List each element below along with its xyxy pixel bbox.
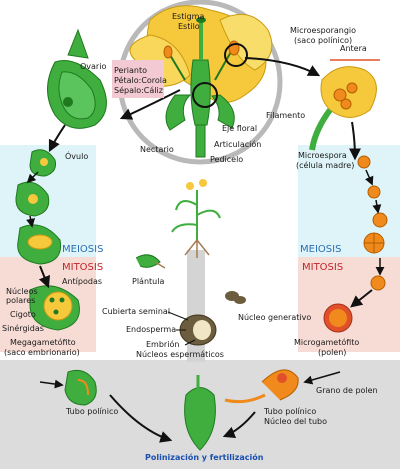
label-mitosis-right: MITOSIS <box>302 262 343 273</box>
label-pedicelo: Pedicelo <box>210 155 243 164</box>
label-grano-polen: Grano de polen <box>316 386 378 395</box>
label-microesporangio: Microesporangio <box>290 26 356 35</box>
label-petalo: Pétalo:Corola <box>114 75 167 85</box>
label-meiosis-left: MEIOSIS <box>62 244 103 255</box>
seed-illustration <box>167 291 246 346</box>
label-microgametofito: Microgametófito <box>294 337 359 347</box>
label-antipodas: Antípodas <box>62 277 102 286</box>
label-saco-embrionario: (saco embrionario) <box>4 348 80 357</box>
label-filamento: Filamento <box>266 111 305 120</box>
anther-zoom-circle <box>224 43 248 67</box>
label-plantula: Plántula <box>132 277 164 286</box>
arrow-ovary-to-ovule <box>48 124 66 153</box>
label-estilo: Estilo <box>178 22 200 31</box>
label-polen: (polen) <box>318 348 346 357</box>
label-ovario: Ovario <box>80 62 106 71</box>
plant-illustration <box>135 179 221 269</box>
ovary-zoom-circle <box>192 82 218 108</box>
arrow-anther-to-microspore <box>348 121 361 161</box>
perianth-label-box <box>112 60 164 98</box>
anther-illustration <box>309 59 380 151</box>
label-nucleo-generativo: Núcleo generativo <box>238 313 311 322</box>
label-nucleos-polares-1: Núcleos <box>6 287 38 296</box>
label-sinergidas: Sinérgidas <box>2 323 44 333</box>
label-periantio: Perianto <box>114 66 147 75</box>
arrow-to-ovary <box>119 89 181 120</box>
label-cigoto: Cigoto <box>10 310 36 319</box>
label-nucleo-tubo: Núcleo del tubo <box>264 417 327 426</box>
label-estigma: Estigma <box>172 12 204 21</box>
label-cubierta-seminal: Cubierta seminal <box>102 307 170 316</box>
label-saco-polinico: (saco polínico) <box>294 36 352 45</box>
label-eje-floral: Eje floral <box>222 124 257 133</box>
label-antera: Antera <box>340 44 367 53</box>
label-tubo-polinico-left: Tubo polínico <box>65 407 118 416</box>
ovule-stages <box>15 149 80 331</box>
label-microespora: Microespora <box>298 151 347 160</box>
label-endosperma: Endosperma <box>126 325 176 334</box>
label-nectario: Nectario <box>140 145 174 154</box>
ovary-illustration <box>47 28 107 129</box>
fertilization-illustration <box>39 369 341 451</box>
label-tubo-polinico-right: Tubo polínico <box>263 407 316 416</box>
microspore-stages <box>323 155 388 333</box>
label-nucleos-espermaticos: Núcleos espermáticos <box>136 350 224 359</box>
label-nucleos-polares-2: polares <box>6 296 35 305</box>
label-megagametofito: Megagametófito <box>10 337 76 347</box>
label-mitosis-left: MITOSIS <box>62 262 103 273</box>
label-sepalo: Sépalo:Cáliz <box>114 85 163 95</box>
label-articulacion: Articulación <box>214 139 261 149</box>
label-meiosis-right: MEIOSIS <box>300 244 341 255</box>
label-ovulo: Óvulo <box>65 150 88 161</box>
label-bottom-title: Polinización y fertilización <box>145 452 264 462</box>
arrow-to-anther <box>244 57 321 77</box>
label-celula-madre: (célula madre) <box>296 160 354 170</box>
label-embrion: Embrión <box>146 339 179 349</box>
